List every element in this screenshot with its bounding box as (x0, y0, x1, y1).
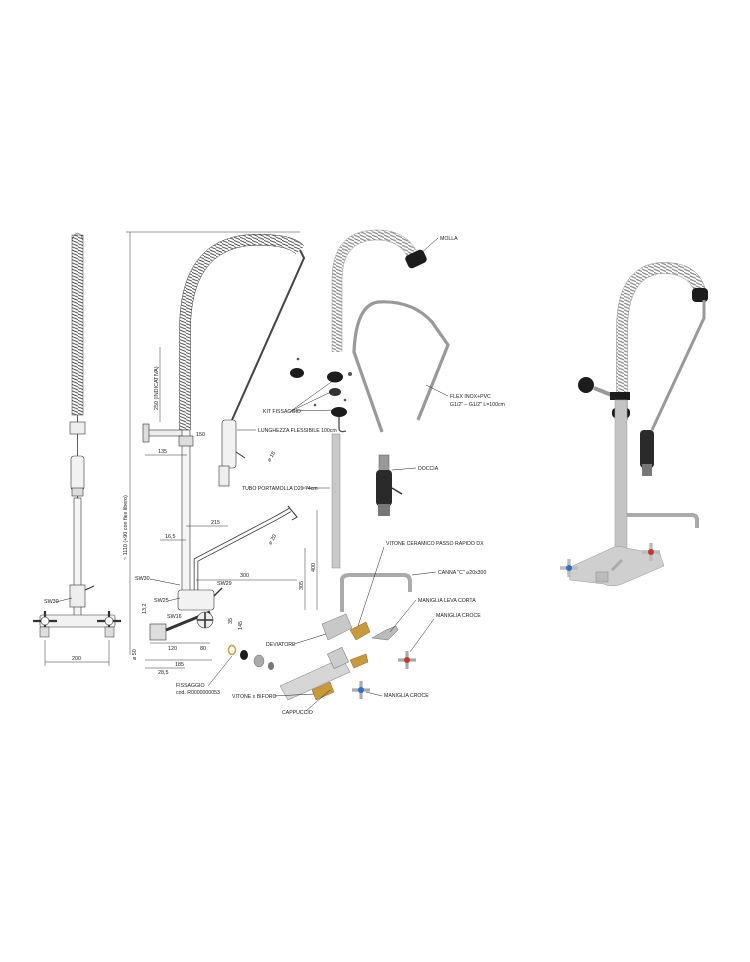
label-flex-line1: FLEX INOX+PVC (450, 394, 491, 400)
label-sw16: SW16 (167, 614, 182, 620)
fissaggio-parts (227, 644, 274, 670)
render-column (614, 399, 628, 551)
label-cappuccio: CAPPUCCIO (282, 710, 313, 716)
front-view: 200 SW30 (33, 232, 121, 666)
label-canna-c: CANNA "C" ⌀20x300 (438, 570, 486, 576)
exploded-cross-handle-hot (398, 651, 416, 669)
label-maniglia-croce-2: MANIGLIA CROCE (384, 693, 429, 699)
label-fissaggio-line1: FISSAGGIO (176, 683, 205, 689)
dim-spring-250: 250 (INDICATIVA) (154, 366, 160, 410)
side-spring (179, 234, 305, 430)
dim-120: 120 (168, 646, 177, 652)
label-fissaggio-line2: cod. R0000000053 (176, 690, 220, 696)
label-tubo-portamolla: TUBO PORTAMOLLA D20 74cm (242, 486, 318, 492)
side-spray-head (221, 419, 237, 469)
exploded-canna-c (340, 573, 412, 612)
dim-145: 145 (238, 621, 244, 630)
exploded-spring (332, 229, 419, 352)
render-spring-cap (692, 288, 708, 302)
label-maniglia-leva-corta: MANIGLIA LEVA CORTA (418, 598, 476, 604)
label-molla: MOLLA (440, 236, 458, 242)
vitone-ceramico-part (349, 621, 371, 641)
dim-150: 150 (196, 432, 205, 438)
label-maniglia-croce-1: MANIGLIA CROCE (436, 613, 481, 619)
front-wall-nut-left (39, 626, 50, 638)
label-kit-fissaggio: KIT FISSAGGIO (263, 409, 301, 415)
label-sw30-mid: SW30 (135, 576, 150, 582)
dim-300: 300 (240, 573, 249, 579)
dim-35: 35 (228, 618, 234, 624)
front-wall-nut-right (104, 626, 115, 638)
render-spring (616, 262, 706, 420)
dim-305: 305 (299, 581, 305, 590)
rendered-view (560, 262, 708, 587)
front-spring-top (71, 232, 84, 241)
label-deviatore: DEVIATORE (266, 642, 296, 648)
exploded-cross-handle-cold (352, 681, 370, 699)
exploded-spray-head (376, 454, 403, 516)
render-spray-head (640, 430, 654, 468)
exploded-tube (331, 433, 341, 569)
dim-13-2: 13,2 (142, 604, 148, 615)
side-mixer-body (177, 589, 215, 611)
dim-16-5: 16,5 (165, 534, 176, 540)
exploded-view: MOLLA KIT FISSAGGIO FLEX INOX+PVC G1/2" … (176, 229, 505, 716)
front-lever-handle (84, 585, 95, 591)
label-doccia: DOCCIA (418, 466, 439, 472)
render-cross-handle-hot (642, 543, 660, 561)
front-spring (71, 234, 84, 416)
side-view: ~ 1110 (+90 con flex libero) 250 (INDICA… (123, 231, 337, 676)
label-flex-line2: G1/2" – G1/2" L=100cm (450, 402, 505, 408)
dim-80: 80 (200, 646, 206, 652)
dim-28-5: 28,5 (158, 670, 169, 676)
front-spray-head (70, 455, 85, 491)
front-lever-body (69, 584, 86, 608)
front-spray-nozzle (71, 487, 84, 497)
dim-d20: ⌀ 20 (268, 534, 279, 546)
exploded-flex-hose (352, 300, 450, 433)
label-sw29: SW29 (217, 581, 232, 587)
dim-d50: ⌀ 50 (132, 649, 138, 660)
render-spout (627, 513, 699, 528)
kit-fissaggio-parts (290, 357, 352, 433)
dim-135: 135 (158, 449, 167, 455)
label-lunghezza-flessibile: LUNGHEZZA FLESSIBILE 100cm (258, 428, 337, 434)
render-tube (650, 300, 706, 431)
dim-400: 400 (311, 563, 317, 572)
dim-215: 215 (211, 520, 220, 526)
label-vitone-ceramico: VITONE CERAMICO PASSO RAPIDO DX (386, 541, 484, 547)
exploded-mixer-body (279, 647, 369, 701)
front-collar (69, 421, 86, 435)
label-vitone-biforo: VITONE x BIFORO (232, 694, 277, 700)
render-cross-handle-cold (560, 559, 578, 577)
dim-200: 200 (72, 656, 81, 662)
label-sw25: SW25 (154, 598, 169, 604)
dim-185: 185 (175, 662, 184, 668)
label-sw30-left: SW30 (44, 599, 59, 605)
maniglia-leva-corta-part (371, 625, 399, 641)
spring-end-cap (405, 249, 427, 269)
side-rigid-tube (231, 249, 306, 421)
dim-d18: ⌀ 18 (267, 451, 278, 463)
deviatore-part (321, 613, 353, 641)
dim-height-total: ~ 1110 (+90 con flex libero) (123, 495, 129, 560)
